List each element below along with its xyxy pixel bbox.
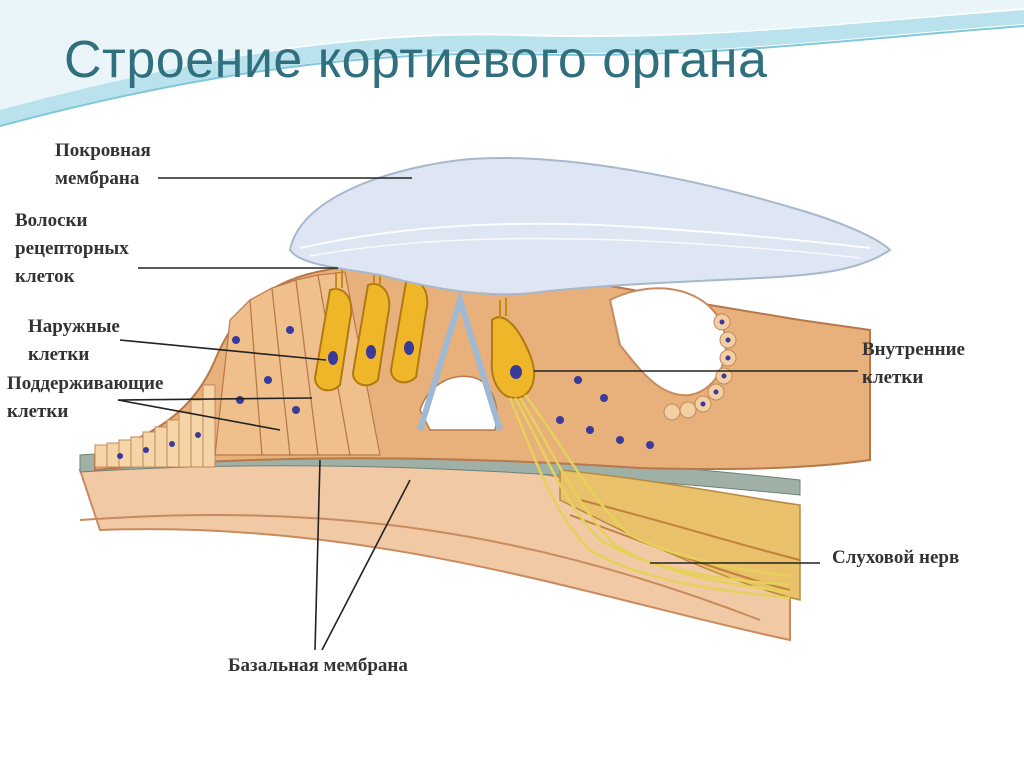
- tectorial-membrane: [288, 157, 892, 296]
- label-auditory-nerve: Слуховой нерв: [832, 547, 960, 568]
- page-title: Строение кортиевого органа: [64, 31, 768, 89]
- organ-of-corti-illustration: [78, 157, 892, 651]
- auditory-nerve-fibers: [508, 394, 791, 600]
- inner-hair-cell: [490, 316, 535, 400]
- label-basilar-membrane: Базальная мембрана: [228, 655, 408, 676]
- header-wave-decoration: [0, 0, 1024, 127]
- outer-hair-cells: [313, 280, 429, 392]
